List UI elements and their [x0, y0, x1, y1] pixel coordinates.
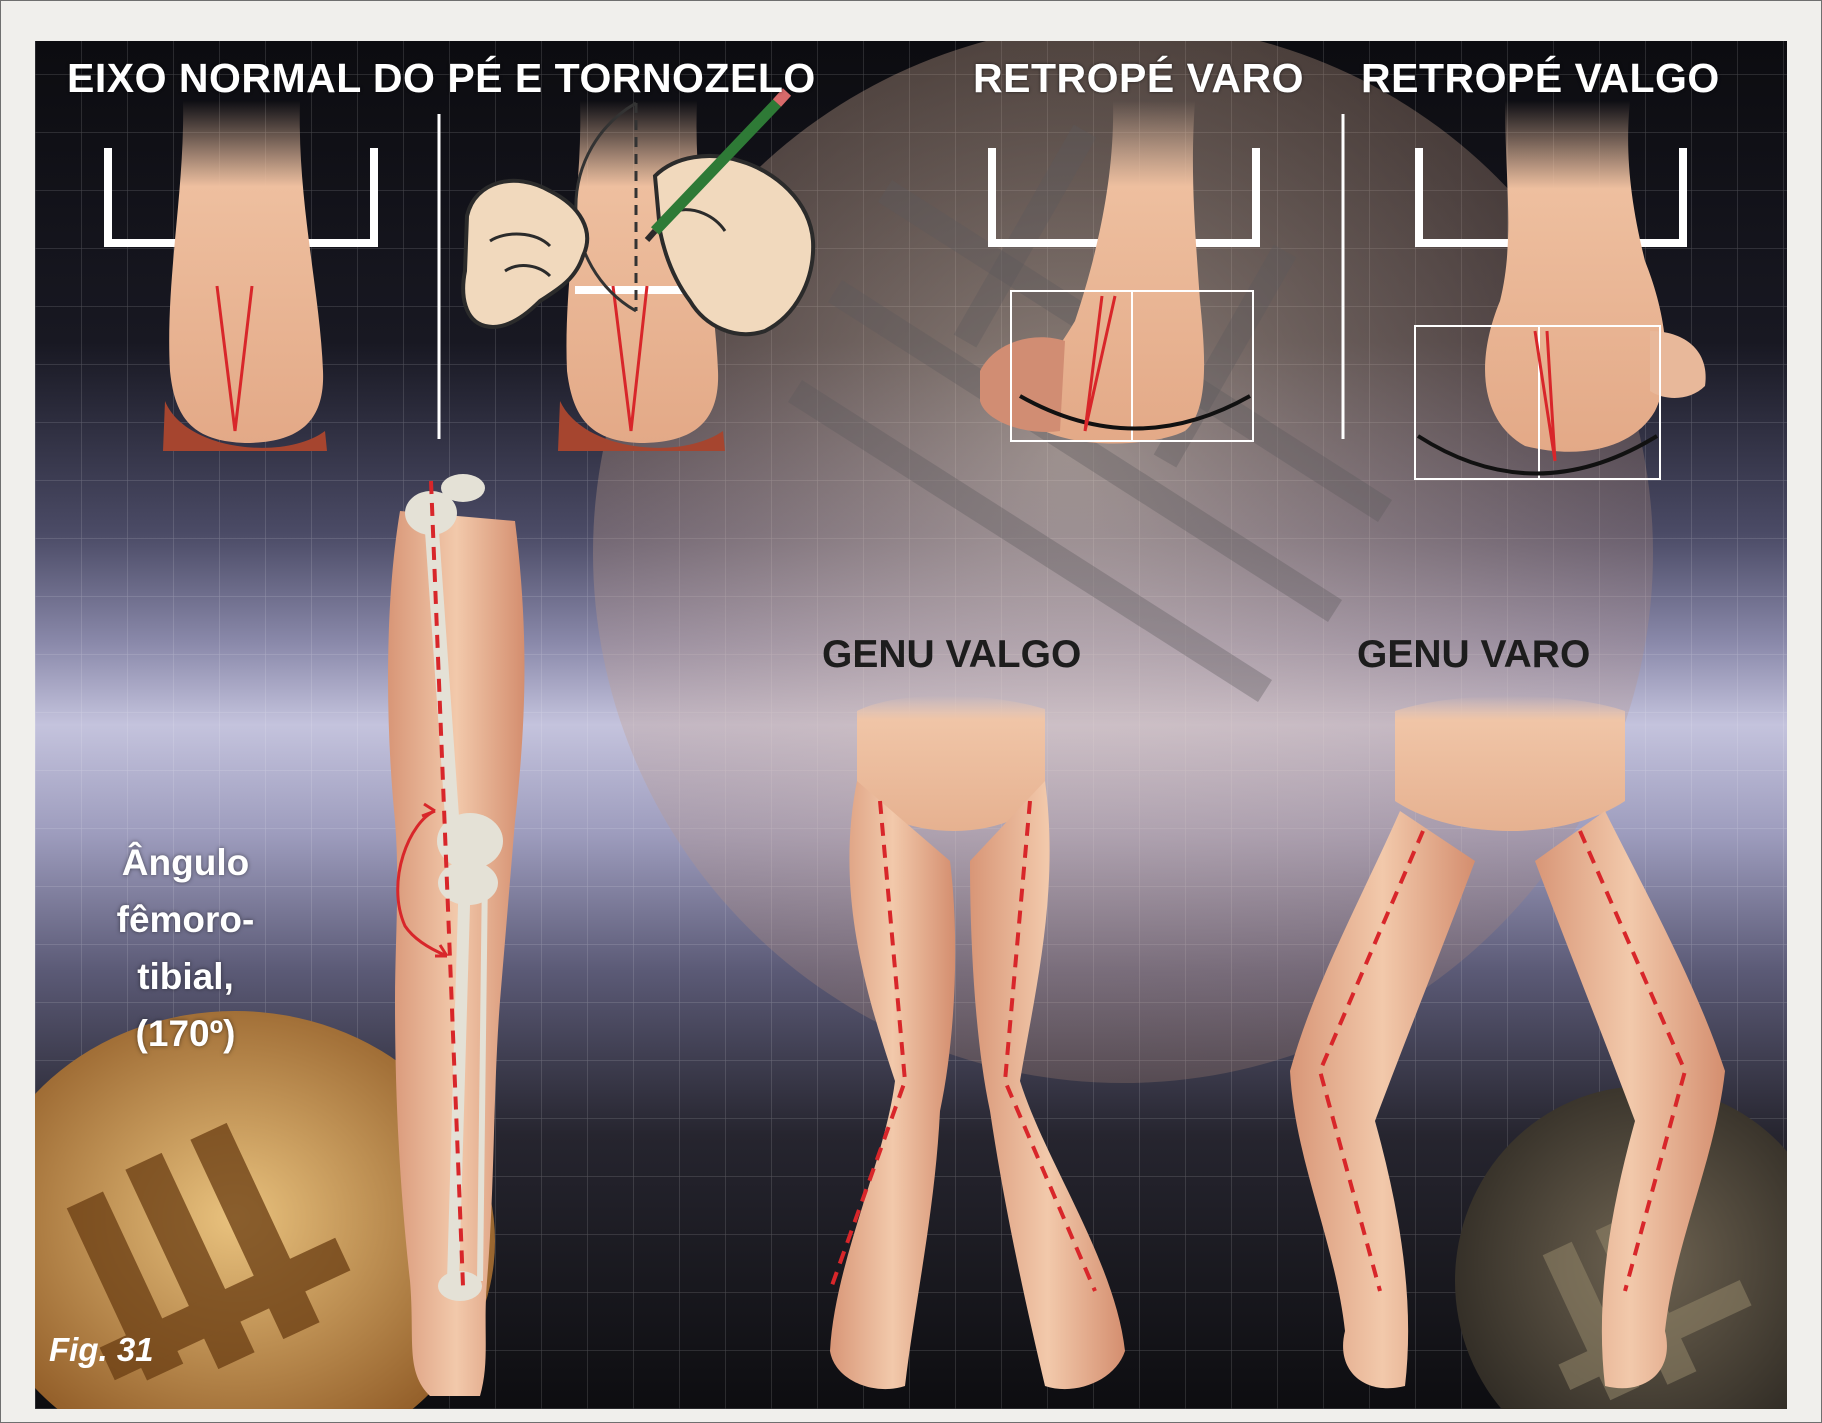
label-genu-valgum: GENU VALGO — [822, 633, 1081, 677]
leg-side-view — [388, 474, 524, 1396]
label-femorotibial-angle: Ângulo fêmoro-tibial, (170º) — [73, 834, 298, 1062]
figure-number: Fig. 31 — [49, 1331, 154, 1369]
label-genu-varum: GENU VARO — [1357, 633, 1590, 677]
anatomy-illustration — [35, 41, 1787, 1409]
label-normal-axis: EIXO NORMAL DO PÉ E TORNOZELO — [67, 55, 816, 102]
label-hindfoot-valgus: RETROPÉ VALGO — [1361, 55, 1720, 102]
heel-normal — [108, 101, 374, 451]
label-hindfoot-varus: RETROPÉ VARO — [973, 55, 1304, 102]
angle-line-3: (170º) — [73, 1005, 298, 1062]
angle-line-2: fêmoro-tibial, — [73, 891, 298, 1005]
illustration-panel: EIXO NORMAL DO PÉ E TORNOZELO RETROPÉ VA… — [35, 41, 1787, 1409]
angle-line-1: Ângulo — [73, 834, 298, 891]
